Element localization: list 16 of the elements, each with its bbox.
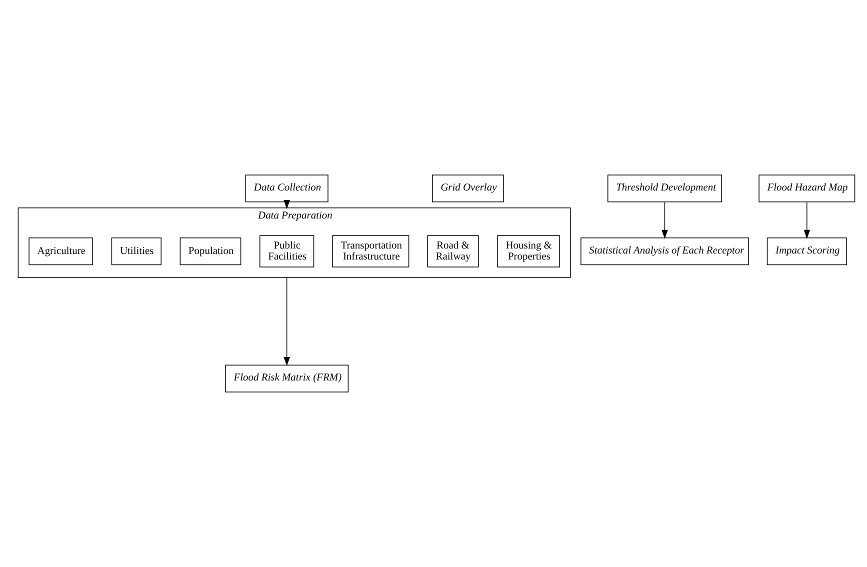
node-box: Public Facilities (260, 235, 314, 268)
node-box: Impact Scoring (766, 237, 847, 266)
node-box: Statistical Analysis of Each Receptor (580, 237, 749, 266)
node-box: Flood Risk Matrix (FRM) (225, 364, 349, 392)
node-box: Grid Overlay (432, 174, 504, 202)
arrow (284, 277, 290, 366)
node-box: Utilities (111, 237, 162, 266)
node-box: Road & Railway (427, 235, 479, 268)
node-box: Threshold Development (607, 174, 722, 202)
arrow (804, 202, 810, 239)
node-box: Population (180, 237, 242, 266)
arrow (662, 202, 668, 239)
node-box: Agriculture (28, 237, 94, 266)
node-box: Transportation Infrastructure (332, 235, 410, 268)
node-box: Housing & Properties (497, 235, 560, 268)
node-box: Flood Hazard Map (758, 174, 856, 202)
